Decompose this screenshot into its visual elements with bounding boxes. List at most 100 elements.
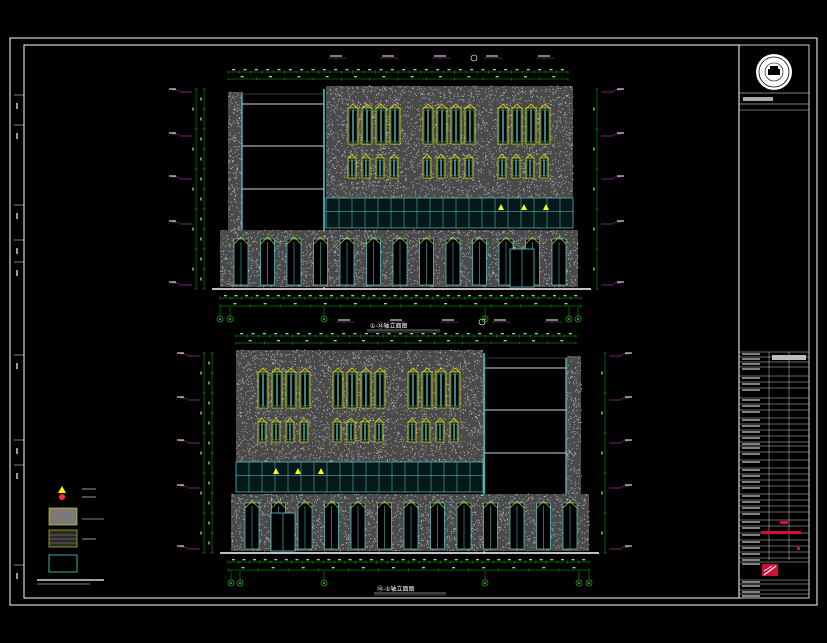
window-glass xyxy=(465,159,469,177)
window-arch xyxy=(375,153,385,160)
title-block xyxy=(738,44,810,599)
window-glass xyxy=(440,423,444,441)
warning-triangle-icon xyxy=(543,204,549,210)
stone-texture xyxy=(228,91,243,288)
level-symbol xyxy=(612,89,621,93)
dimension-ticks xyxy=(235,334,577,338)
window-glass xyxy=(304,423,308,441)
dimension-ticks xyxy=(227,77,569,81)
window-glass xyxy=(367,109,372,143)
window-glass xyxy=(441,159,445,177)
window-arch xyxy=(422,103,434,110)
window-glass xyxy=(272,423,276,441)
window-glass xyxy=(469,159,473,177)
window-glass xyxy=(545,109,550,143)
glass-curtain-wall xyxy=(325,197,574,229)
window-arch xyxy=(539,103,551,110)
window-arch xyxy=(374,417,384,424)
window-arch xyxy=(374,367,386,374)
window-arch xyxy=(450,153,460,160)
panel-swatch-icon xyxy=(48,529,78,548)
level-symbol xyxy=(172,221,181,225)
level-symbol xyxy=(612,176,621,180)
elevation-upper xyxy=(169,54,624,323)
glass-curtain-wall xyxy=(235,461,484,493)
level-symbol xyxy=(180,546,189,550)
vertical-dimension-ticks xyxy=(595,88,599,290)
window-arch xyxy=(389,153,399,160)
ground-window-arch xyxy=(366,236,381,245)
vertical-dimension-ticks xyxy=(210,352,214,554)
ground-window-arch xyxy=(324,500,339,509)
window-glass xyxy=(512,109,517,143)
window-glass xyxy=(512,159,516,177)
window-arch xyxy=(257,417,267,424)
window-arch xyxy=(346,367,358,374)
window-glass xyxy=(362,159,366,177)
window-arch xyxy=(421,367,433,374)
ground-window-arch xyxy=(498,236,514,245)
caption-lower: ⑭-①轴立面图 xyxy=(374,585,446,596)
window-glass xyxy=(366,373,371,407)
vertical-dimension-ticks xyxy=(202,352,206,554)
level-symbol xyxy=(172,176,181,180)
level-symbol xyxy=(180,353,189,357)
axis-bubble xyxy=(320,315,328,323)
window-glass xyxy=(351,423,355,441)
window-arch xyxy=(257,367,269,374)
window-glass xyxy=(395,109,400,143)
window-glass xyxy=(498,109,503,143)
window-glass xyxy=(379,423,383,441)
level-symbol xyxy=(620,546,629,550)
section-marker xyxy=(470,54,478,62)
window-glass xyxy=(305,373,310,407)
ground-window-arch xyxy=(456,500,472,509)
window-glass xyxy=(450,373,455,407)
window-glass xyxy=(394,159,398,177)
window-glass xyxy=(412,423,416,441)
window-arch xyxy=(436,103,448,110)
window-arch xyxy=(299,367,311,374)
window-glass xyxy=(376,159,380,177)
level-symbol xyxy=(172,133,181,137)
window-arch xyxy=(539,153,549,160)
window-glass xyxy=(428,109,433,143)
window-glass xyxy=(276,423,280,441)
window-glass xyxy=(277,373,282,407)
ground-window-arch xyxy=(509,500,525,509)
ground-window-arch xyxy=(244,500,260,509)
dimension-ticks xyxy=(219,304,582,308)
outer-frame xyxy=(9,37,818,606)
window-arch xyxy=(525,153,535,160)
window-glass xyxy=(436,373,441,407)
ground-window-arch xyxy=(472,236,487,245)
window-glass xyxy=(376,109,381,143)
ground-window-arch xyxy=(297,500,313,509)
window-glass xyxy=(333,373,338,407)
window-glass xyxy=(502,159,506,177)
window-arch xyxy=(347,103,359,110)
ground-window-arch xyxy=(350,500,366,509)
warning-triangle-icon xyxy=(273,468,279,474)
ground-window-arch xyxy=(260,236,275,245)
window-glass xyxy=(470,109,475,143)
window-glass xyxy=(380,373,385,407)
level-symbol xyxy=(612,282,621,286)
window-arch xyxy=(346,417,356,424)
window-arch xyxy=(464,153,474,160)
vertical-dimension-ticks xyxy=(202,88,206,290)
vertical-dimension-ticks xyxy=(603,352,607,554)
window-glass xyxy=(347,373,352,407)
ground-window-arch xyxy=(445,236,461,245)
company-logo-icon xyxy=(762,564,778,576)
window-glass xyxy=(455,373,460,407)
window-arch xyxy=(271,417,281,424)
window-arch xyxy=(511,103,523,110)
level-symbol xyxy=(620,353,629,357)
dimension-ticks xyxy=(227,560,590,564)
glass-swatch-icon xyxy=(48,554,78,573)
university-seal-icon xyxy=(756,54,792,90)
dimension-ticks xyxy=(219,296,582,300)
window-arch xyxy=(435,417,445,424)
